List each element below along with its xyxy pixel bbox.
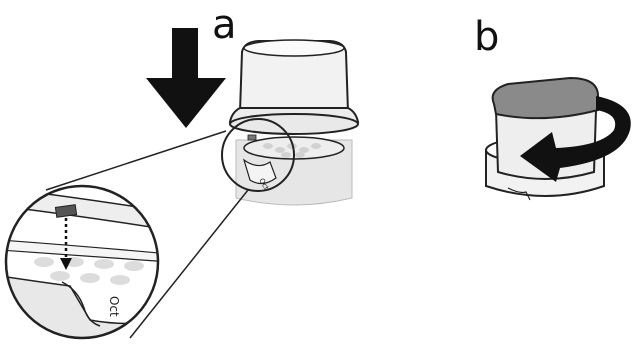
- dotted-arrow-head-icon: [60, 258, 72, 270]
- rotate-arrow-icon: [520, 96, 631, 182]
- zoom-line-top: [45, 130, 227, 191]
- zoom-source-circle: [221, 118, 295, 192]
- lid: [491, 76, 599, 120]
- big-oct-label: Oct: [107, 296, 121, 317]
- zoom-detail: Oct: [4, 184, 160, 340]
- panel-a-letter: a: [212, 2, 237, 48]
- panel-b: b: [474, 14, 631, 201]
- down-arrow-icon: [146, 28, 226, 128]
- blade-base: [235, 136, 353, 206]
- panel-b-letter: b: [474, 14, 499, 60]
- zoom-line-bottom: [129, 189, 249, 339]
- panel-a: a Oct: [4, 2, 360, 340]
